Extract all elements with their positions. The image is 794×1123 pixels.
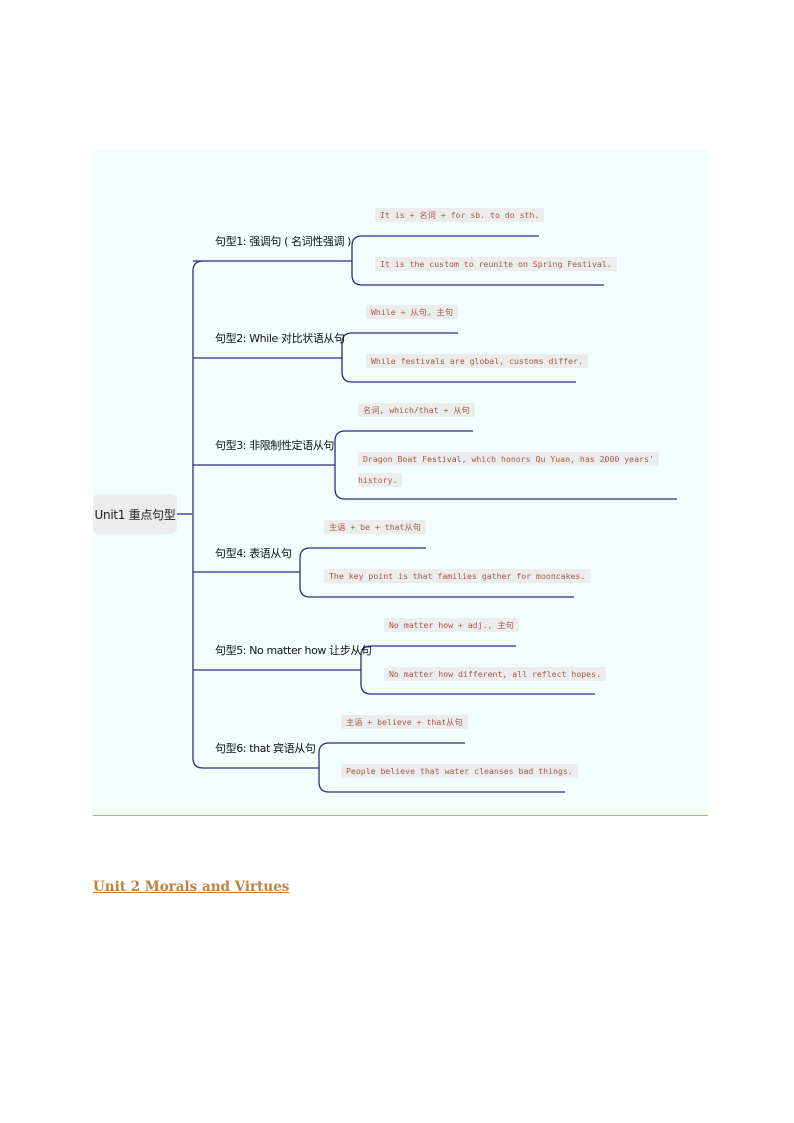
pattern-node-2: While + 从句, 主句 [366, 305, 459, 319]
pattern-text-5: No matter how + adj., 主句 [384, 618, 519, 632]
branch-label-1: 句型1: 强调句 ( 名词性强调 ) [215, 235, 352, 248]
branch-label-4: 句型4: 表语从句 [215, 547, 292, 560]
branch-label-5: 句型5: No matter how 让步从句 [215, 644, 372, 657]
section-divider [93, 815, 708, 816]
pattern-text-6: 主语 + believe + that从句 [341, 715, 468, 729]
pattern-text-1: It is + 名词 + for sb. to do sth. [375, 208, 545, 222]
example-text-2: While festivals are global, customs diff… [366, 354, 588, 368]
example-node-1: It is the custom to reunite on Spring Fe… [375, 257, 617, 271]
pattern-node-4: 主语 + be + that从句 [324, 520, 426, 534]
example-node-3: Dragon Boat Festival, which honors Qu Yu… [358, 452, 659, 466]
example-node-2: While festivals are global, customs diff… [366, 354, 588, 368]
pattern-text-4: 主语 + be + that从句 [324, 520, 426, 534]
pattern-node-1: It is + 名词 + for sb. to do sth. [375, 208, 545, 222]
root-node: Unit1 重点句型 [93, 494, 177, 534]
pattern-node-6: 主语 + believe + that从句 [341, 715, 468, 729]
branch-label-6: 句型6: that 宾语从句 [215, 742, 316, 755]
section-heading-link[interactable]: Unit 2 Morals and Virtues [93, 879, 290, 895]
example-text-4: The key point is that families gather fo… [324, 569, 591, 583]
branch-label-3: 句型3: 非限制性定语从句 [215, 439, 335, 452]
pattern-text-2: While + 从句, 主句 [366, 305, 459, 319]
example-node-3-cont: history. [358, 473, 403, 487]
branch-label-2: 句型2: While 对比状语从句 [215, 332, 345, 345]
pattern-node-5: No matter how + adj., 主句 [384, 618, 519, 632]
pattern-node-3: 名词, which/that + 从句 [358, 403, 475, 417]
example-node-5: No matter how different, all reflect hop… [384, 667, 606, 681]
example-node-4: The key point is that families gather fo… [324, 569, 591, 583]
example-text-1: It is the custom to reunite on Spring Fe… [375, 257, 617, 271]
example-text-5: No matter how different, all reflect hop… [384, 667, 606, 681]
example-text-3: Dragon Boat Festival, which honors Qu Yu… [358, 452, 659, 466]
example-node-6: People believe that water cleanses bad t… [341, 764, 578, 778]
example-text-3-cont: history. [358, 473, 403, 487]
example-text-6: People believe that water cleanses bad t… [341, 764, 578, 778]
pattern-text-3: 名词, which/that + 从句 [358, 403, 475, 417]
